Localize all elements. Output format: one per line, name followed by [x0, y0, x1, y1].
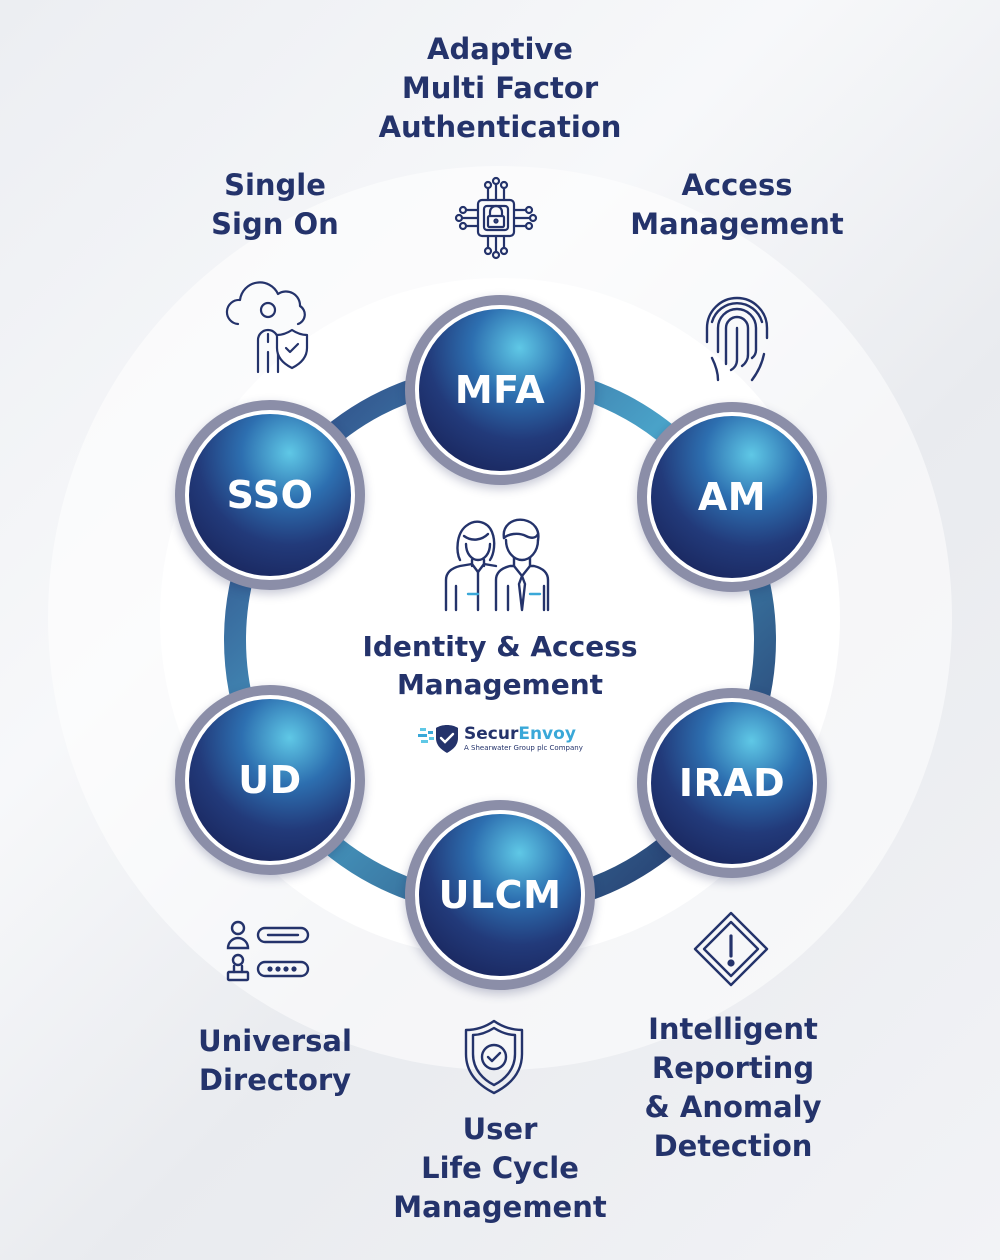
warning-diamond-icon	[693, 911, 769, 987]
shield-check-icon	[464, 1019, 524, 1095]
node-mfa-label: MFA	[454, 368, 546, 412]
caption-ulcm: User Life Cycle Management	[370, 1110, 630, 1227]
node-irad-label: IRAD	[678, 761, 786, 805]
caption-irad-line: Intelligent	[648, 1012, 818, 1046]
logo-tagline: A Shearwater Group plc Company	[464, 744, 583, 752]
cloud-user-shield-icon	[225, 281, 309, 374]
logo-mark-icon	[418, 725, 458, 753]
caption-ulcm-line: Life Cycle	[421, 1151, 579, 1185]
fingerprint-icon	[705, 296, 769, 382]
caption-sso: Single Sign On	[175, 166, 375, 244]
caption-am-line: Management	[630, 207, 844, 241]
node-ulcm[interactable]: ULCM	[405, 800, 595, 990]
caption-ud-line: Universal	[198, 1024, 352, 1058]
node-am-label: AM	[697, 475, 767, 519]
center-title-line: Identity & Access	[362, 630, 638, 663]
caption-ulcm-line: User	[462, 1112, 538, 1146]
center-title: Identity & Access Management	[340, 628, 660, 704]
caption-mfa: Adaptive Multi Factor Authentication	[347, 30, 653, 147]
user-directory-icon	[226, 920, 310, 982]
securenvoy-logo: SecurEnvoy A Shearwater Group plc Compan…	[418, 722, 588, 758]
caption-am-line: Access	[681, 168, 793, 202]
caption-ud-line: Directory	[198, 1063, 352, 1097]
center-title-line: Management	[396, 668, 604, 701]
caption-ulcm-line: Management	[393, 1190, 607, 1224]
caption-sso-line: Single	[224, 168, 326, 202]
logo-name: SecurEnvoy	[464, 724, 576, 744]
caption-irad: Intelligent Reporting & Anomaly Detectio…	[620, 1010, 846, 1166]
circuit-lock-icon	[454, 176, 538, 260]
caption-irad-line: Reporting	[651, 1051, 815, 1085]
caption-irad-line: & Anomaly	[644, 1090, 822, 1124]
caption-irad-line: Detection	[653, 1129, 813, 1163]
two-people-icon	[444, 518, 550, 612]
node-mfa[interactable]: MFA	[405, 295, 595, 485]
logo-name-part2: Envoy	[518, 724, 576, 744]
node-sso[interactable]: SSO	[175, 400, 365, 590]
caption-mfa-line: Authentication	[378, 110, 622, 144]
node-ud[interactable]: UD	[175, 685, 365, 875]
caption-ud: Universal Directory	[175, 1022, 375, 1100]
node-sso-label: SSO	[226, 473, 314, 517]
node-ulcm-label: ULCM	[438, 873, 562, 917]
caption-mfa-line: Multi Factor	[401, 71, 599, 105]
node-ud-label: UD	[238, 758, 302, 802]
logo-name-part1: Secur	[464, 724, 519, 744]
caption-mfa-line: Adaptive	[427, 32, 573, 66]
caption-sso-line: Sign On	[211, 207, 339, 241]
node-am[interactable]: AM	[637, 402, 827, 592]
node-irad[interactable]: IRAD	[637, 688, 827, 878]
caption-am: Access Management	[617, 166, 857, 244]
